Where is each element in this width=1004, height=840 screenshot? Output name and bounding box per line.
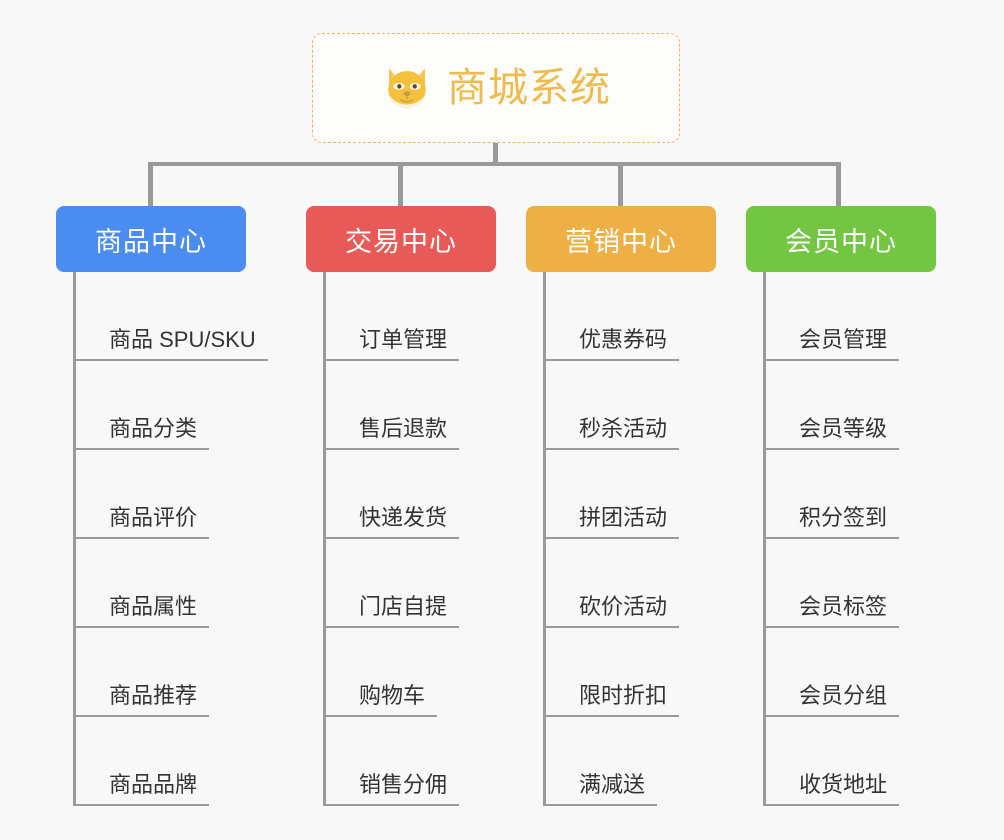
branch-column-3: 营销中心 优惠券码 秒杀活动 拼团活动 砍价活动 限时折扣 满减送 <box>526 206 716 806</box>
list-item[interactable]: 商品 SPU/SKU <box>76 272 268 361</box>
category-header-1[interactable]: 商品中心 <box>56 206 246 272</box>
category-header-2[interactable]: 交易中心 <box>306 206 496 272</box>
list-item[interactable]: 订单管理 <box>326 272 496 361</box>
list-item[interactable]: 会员管理 <box>766 272 936 361</box>
list-item[interactable]: 会员分组 <box>766 628 936 717</box>
leaf-label: 会员标签 <box>766 593 900 628</box>
leaf-label: 销售分佣 <box>326 771 460 806</box>
connector-drop-2 <box>398 162 403 208</box>
category-header-3[interactable]: 营销中心 <box>526 206 716 272</box>
list-item[interactable]: 商品推荐 <box>76 628 246 717</box>
list-item[interactable]: 会员标签 <box>766 539 936 628</box>
connector-drop-1 <box>148 162 153 208</box>
list-item[interactable]: 砍价活动 <box>546 539 716 628</box>
leaf-label: 商品属性 <box>76 593 210 628</box>
connector-drop-3 <box>618 162 623 208</box>
root-title: 商城系统 <box>447 66 611 110</box>
leaf-label: 会员等级 <box>766 415 900 450</box>
leaf-label: 订单管理 <box>326 326 460 361</box>
leaf-label: 快递发货 <box>326 504 460 539</box>
branch-column-1: 商品中心 商品 SPU/SKU 商品分类 商品评价 商品属性 商品推荐 商品品牌 <box>56 206 268 806</box>
list-item[interactable]: 商品属性 <box>76 539 246 628</box>
leaf-list-2: 订单管理 售后退款 快递发货 门店自提 购物车 销售分佣 <box>323 272 496 806</box>
connector-root-stem <box>493 143 498 165</box>
list-item[interactable]: 销售分佣 <box>326 717 496 806</box>
category-header-4[interactable]: 会员中心 <box>746 206 936 272</box>
root-node[interactable]: 商城系统 <box>312 33 680 143</box>
dog-face-icon <box>388 68 426 112</box>
leaf-label: 满减送 <box>546 771 658 806</box>
leaf-label: 秒杀活动 <box>546 415 680 450</box>
leaf-label: 商品评价 <box>76 504 210 539</box>
list-item[interactable]: 积分签到 <box>766 450 936 539</box>
list-item[interactable]: 限时折扣 <box>546 628 716 717</box>
list-item[interactable]: 商品分类 <box>76 361 246 450</box>
leaf-label: 会员分组 <box>766 682 900 717</box>
list-item[interactable]: 会员等级 <box>766 361 936 450</box>
list-item[interactable]: 秒杀活动 <box>546 361 716 450</box>
leaf-list-4: 会员管理 会员等级 积分签到 会员标签 会员分组 收货地址 <box>763 272 936 806</box>
list-item[interactable]: 收货地址 <box>766 717 936 806</box>
leaf-label: 购物车 <box>326 682 438 717</box>
leaf-label: 商品品牌 <box>76 771 210 806</box>
connector-drop-4 <box>836 162 841 208</box>
list-item[interactable]: 购物车 <box>326 628 496 717</box>
leaf-label: 限时折扣 <box>546 682 680 717</box>
leaf-list-3: 优惠券码 秒杀活动 拼团活动 砍价活动 限时折扣 满减送 <box>543 272 716 806</box>
leaf-label: 商品 SPU/SKU <box>76 326 268 361</box>
branch-column-4: 会员中心 会员管理 会员等级 积分签到 会员标签 会员分组 收货地址 <box>746 206 936 806</box>
leaf-list-1: 商品 SPU/SKU 商品分类 商品评价 商品属性 商品推荐 商品品牌 <box>73 272 268 806</box>
list-item[interactable]: 门店自提 <box>326 539 496 628</box>
connector-horizontal-bus <box>148 162 840 166</box>
list-item[interactable]: 商品品牌 <box>76 717 246 806</box>
list-item[interactable]: 商品评价 <box>76 450 246 539</box>
list-item[interactable]: 快递发货 <box>326 450 496 539</box>
leaf-label: 商品分类 <box>76 415 210 450</box>
leaf-label: 拼团活动 <box>546 504 680 539</box>
leaf-label: 收货地址 <box>766 771 900 806</box>
list-item[interactable]: 售后退款 <box>326 361 496 450</box>
list-item[interactable]: 满减送 <box>546 717 716 806</box>
leaf-label: 门店自提 <box>326 593 460 628</box>
leaf-label: 商品推荐 <box>76 682 210 717</box>
leaf-label: 积分签到 <box>766 504 900 539</box>
list-item[interactable]: 优惠券码 <box>546 272 716 361</box>
branch-column-2: 交易中心 订单管理 售后退款 快递发货 门店自提 购物车 销售分佣 <box>306 206 496 806</box>
leaf-label: 优惠券码 <box>546 326 680 361</box>
list-item[interactable]: 拼团活动 <box>546 450 716 539</box>
leaf-label: 砍价活动 <box>546 593 680 628</box>
leaf-label: 售后退款 <box>326 415 460 450</box>
leaf-label: 会员管理 <box>766 326 900 361</box>
